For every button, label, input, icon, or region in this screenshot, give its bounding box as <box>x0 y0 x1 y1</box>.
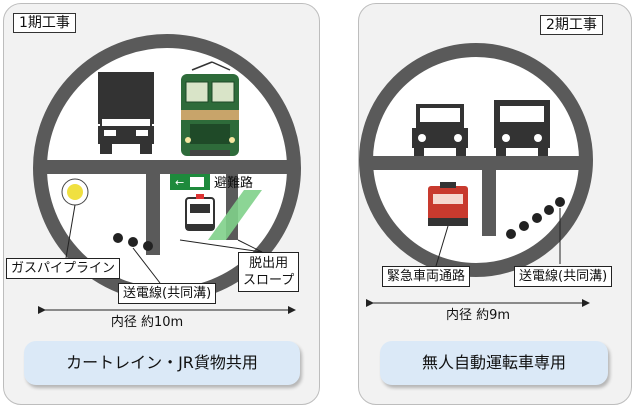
phase2-diameter-label: 内径 約9m <box>446 307 510 323</box>
exit-sign-icon: ← <box>170 174 210 190</box>
escape-slope-line1: 脱出用 <box>249 256 289 271</box>
truck-icon <box>98 72 154 154</box>
phase1-tag: 1期工事 <box>13 13 76 33</box>
cable-leader-line <box>132 247 161 284</box>
evacuation-slope <box>208 190 262 240</box>
train-icon <box>181 61 239 156</box>
car-icon <box>412 104 468 156</box>
gas-leader-line <box>65 204 76 259</box>
slope-leader-line-1 <box>179 239 263 253</box>
phase2-tag: 2期工事 <box>540 15 603 35</box>
fire-truck-icon <box>428 182 468 226</box>
phase1-deck-slab <box>41 160 293 174</box>
truck-icon-2 <box>494 100 550 156</box>
phase2-wall <box>482 166 496 236</box>
phase1-usage-box: カートレイン・JR貨物共用 <box>24 341 300 385</box>
exit-route-label: 避難路 <box>214 175 253 191</box>
emergency-lane-label: 緊急車両通路 <box>382 266 471 287</box>
power-cable-icons <box>113 233 153 251</box>
emergency-leader-line <box>435 225 449 267</box>
gas-pipe-icon <box>61 178 89 206</box>
cable-label-2: 送電線(共同溝) <box>514 266 613 287</box>
phase1-wall-left <box>146 170 160 255</box>
phase2-usage-box: 無人自動運転車専用 <box>380 341 608 385</box>
cable-label: 送電線(共同溝) <box>118 283 217 304</box>
escape-slope-line2: スロープ <box>243 273 295 288</box>
gas-pipeline-label: ガスパイプライン <box>6 258 121 279</box>
power-cable-icons-2 <box>506 197 565 239</box>
ambulance-icon <box>185 194 215 231</box>
svg-text:←: ← <box>175 176 184 189</box>
phase2-deck-slab <box>366 156 586 170</box>
slope-leader-line-2 <box>237 239 263 253</box>
phase1-diameter-label: 内径 約10m <box>111 314 183 330</box>
escape-slope-label: 脱出用 スロープ <box>238 252 300 292</box>
